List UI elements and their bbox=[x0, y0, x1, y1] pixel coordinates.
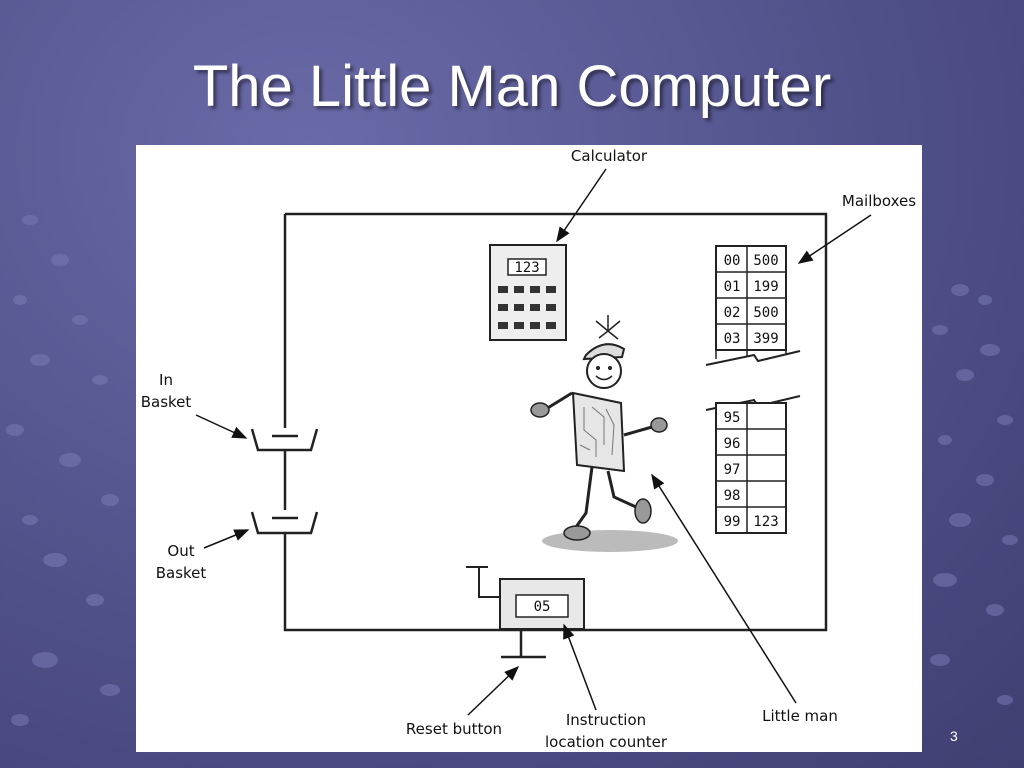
calculator: 123 bbox=[489, 244, 567, 341]
mailbox-address: 95 bbox=[724, 410, 741, 426]
mailbox-value: 500 bbox=[753, 253, 778, 269]
mailbox-value: 500 bbox=[753, 305, 778, 321]
slide-title: The Little Man Computer bbox=[192, 54, 832, 119]
calculator-display: 123 bbox=[514, 260, 539, 276]
reset-button bbox=[501, 630, 546, 659]
calculator-arrow bbox=[556, 168, 607, 243]
mailbox-address: 02 bbox=[724, 305, 741, 321]
lmc-diagram-svg: 123 Calculator 00 500 01 199 bbox=[141, 147, 917, 751]
mailbox-row: 99 123 bbox=[724, 514, 779, 530]
room-frame bbox=[283, 212, 828, 632]
mailbox-row: 98 bbox=[724, 488, 741, 504]
in-basket-arrow bbox=[195, 414, 248, 439]
mailbox-address: 96 bbox=[724, 436, 741, 452]
mailbox-row: 02 500 bbox=[724, 305, 779, 321]
mailbox-address: 99 bbox=[724, 514, 741, 530]
mailbox-address: 97 bbox=[724, 462, 741, 478]
counter-label-line1: Instruction bbox=[566, 711, 646, 729]
out-basket-label-line1: Out bbox=[167, 542, 194, 560]
out-basket-label-line2: Basket bbox=[156, 564, 207, 582]
slide-number: 3 bbox=[950, 728, 958, 744]
mailbox-row: 03 399 bbox=[724, 331, 779, 347]
mailboxes-bottom: 95 96 97 98 99 123 bbox=[705, 395, 801, 534]
lmc-diagram: 123 Calculator 00 500 01 199 bbox=[136, 145, 922, 752]
out-basket-arrow bbox=[203, 529, 250, 549]
mailbox-value: 199 bbox=[753, 279, 778, 295]
counter-display: 05 bbox=[534, 599, 551, 615]
mailbox-address: 00 bbox=[724, 253, 741, 269]
counter-arrow bbox=[563, 623, 597, 711]
calculator-label: Calculator bbox=[571, 147, 648, 165]
mailbox-row: 97 bbox=[724, 462, 741, 478]
mailbox-row: 01 199 bbox=[724, 279, 779, 295]
reset-button-arrow bbox=[467, 665, 520, 716]
in-basket bbox=[250, 428, 319, 452]
mailbox-row: 00 500 bbox=[724, 253, 779, 269]
little-man-arrow bbox=[651, 473, 797, 704]
in-basket-label-line1: In bbox=[159, 371, 173, 389]
mailbox-row: 95 bbox=[724, 410, 741, 426]
counter-label-line2: location counter bbox=[545, 733, 668, 751]
mailbox-row: 96 bbox=[724, 436, 741, 452]
out-basket bbox=[250, 511, 319, 535]
mailbox-address: 03 bbox=[724, 331, 741, 347]
mailboxes-top: 00 500 01 199 02 500 03 399 bbox=[705, 245, 801, 366]
mailbox-address: 98 bbox=[724, 488, 741, 504]
little-man-figure bbox=[530, 315, 678, 552]
mailboxes-arrow bbox=[797, 214, 872, 264]
mailbox-value: 123 bbox=[753, 514, 778, 530]
little-man-label: Little man bbox=[762, 707, 838, 725]
reset-button-label: Reset button bbox=[406, 720, 502, 738]
mailbox-value: 399 bbox=[753, 331, 778, 347]
mailboxes-label: Mailboxes bbox=[842, 192, 916, 210]
instruction-counter: 05 bbox=[466, 566, 585, 630]
mailbox-address: 01 bbox=[724, 279, 741, 295]
in-basket-label-line2: Basket bbox=[141, 393, 192, 411]
